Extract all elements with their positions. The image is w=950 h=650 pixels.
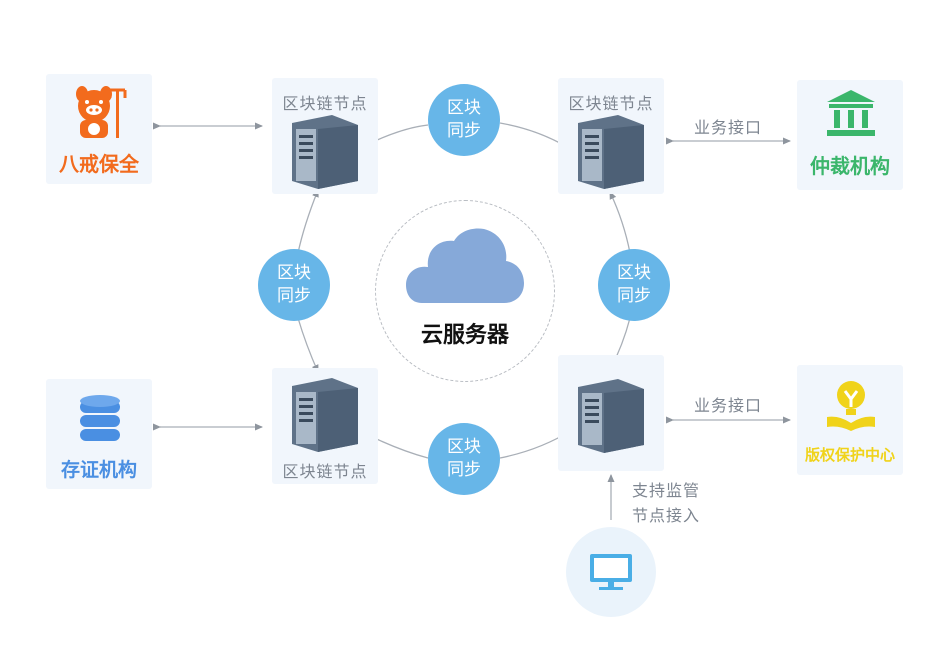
sync-text-2: 同步: [277, 286, 311, 306]
pig-mascot-icon: [76, 86, 127, 138]
arc-left-to-top: [297, 189, 319, 254]
monitor-access-label: 支持监管 节点接入: [632, 478, 700, 528]
sync-text-1: 区块: [277, 263, 311, 283]
sync-text-1: 区块: [447, 98, 481, 118]
blockchain-node-top-right: 区块链节点: [558, 78, 664, 194]
database-icon: [80, 395, 120, 441]
copyright-card: 版权保护中心: [797, 365, 903, 475]
sync-text-1: 区块: [447, 437, 481, 457]
sync-badge-right: 区块 同步: [598, 249, 670, 321]
node-label: 区块链节点: [282, 462, 368, 481]
monitor-icon: [590, 554, 632, 590]
sync-text-2: 同步: [447, 121, 481, 141]
server-icon: [578, 115, 644, 189]
server-icon: [578, 379, 644, 453]
business-interface-top-label: 业务接口: [694, 118, 763, 137]
bajie-card: 八戒保全: [46, 74, 152, 184]
blockchain-node-bottom-left: 区块链节点: [272, 368, 378, 484]
sync-badge-left: 区块 同步: [258, 249, 330, 321]
monitor-label-line1: 支持监管: [632, 481, 701, 500]
courthouse-icon: [827, 90, 875, 136]
arc-left-to-bottom: [297, 317, 319, 373]
bajie-label: 八戒保全: [59, 152, 139, 176]
blockchain-node-top-left: 区块链节点: [272, 78, 378, 194]
cloud-icon: [406, 228, 524, 303]
sync-text-1: 区块: [617, 263, 651, 283]
sync-badge-bottom: 区块 同步: [428, 423, 500, 495]
monitor-label-line2: 节点接入: [632, 506, 701, 525]
evidence-card: 存证机构: [46, 379, 152, 489]
arc-right-to-top: [609, 191, 631, 254]
blockchain-node-bottom-right: [558, 355, 664, 471]
arbitration-label: 仲裁机构: [810, 154, 890, 178]
cloud-server-label: 云服务器: [420, 323, 509, 348]
lightbulb-book-icon: [827, 381, 875, 431]
server-icon: [292, 115, 358, 189]
sync-text-2: 同步: [447, 460, 481, 480]
arbitration-card: 仲裁机构: [797, 80, 903, 190]
sync-text-2: 同步: [617, 286, 651, 306]
server-icon: [292, 378, 358, 452]
business-interface-bottom-label: 业务接口: [694, 396, 763, 415]
node-label: 区块链节点: [568, 94, 654, 113]
node-label: 区块链节点: [282, 94, 368, 113]
cloud-server: 云服务器: [375, 200, 555, 382]
evidence-label: 存证机构: [60, 459, 137, 481]
copyright-label: 版权保护中心: [804, 446, 895, 464]
sync-badge-top: 区块 同步: [428, 84, 500, 156]
monitor-node: [566, 527, 656, 617]
